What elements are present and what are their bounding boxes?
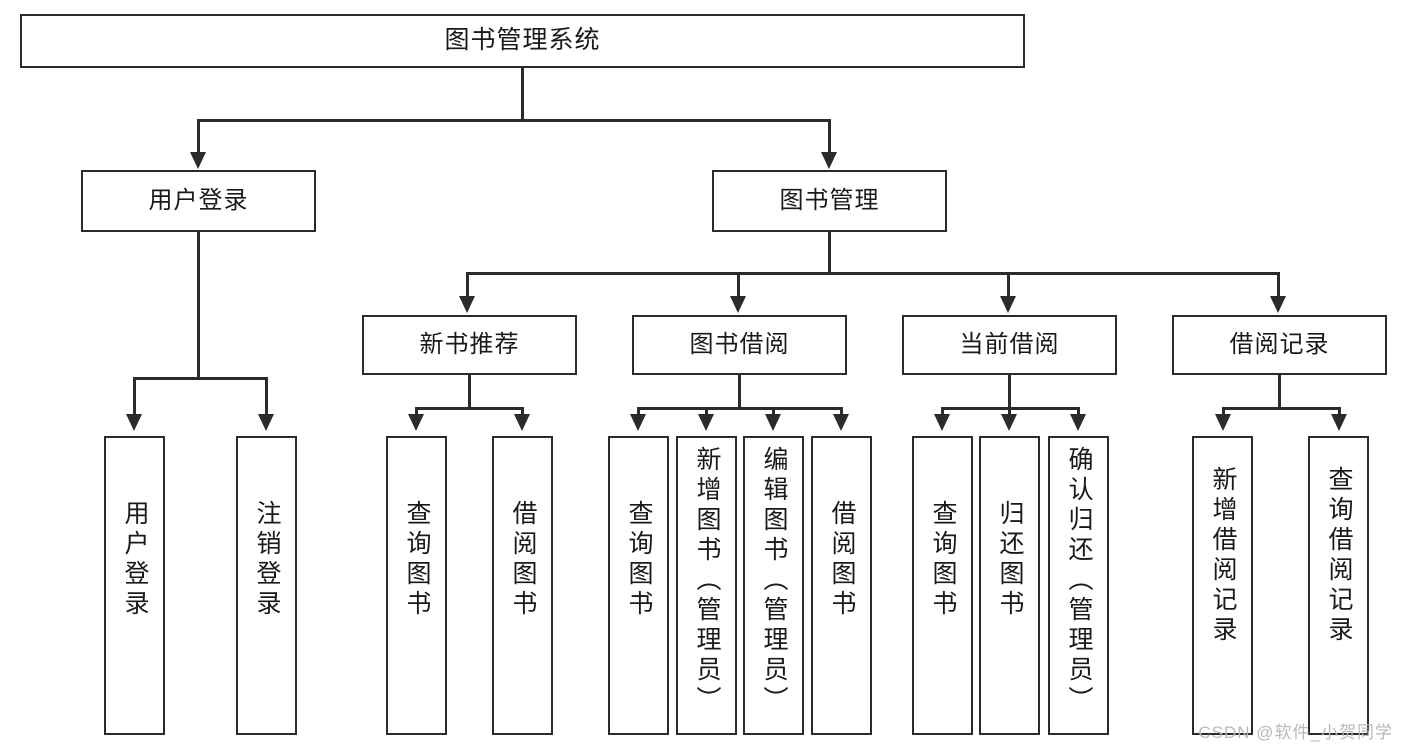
arrowhead-leaf-confirm-return <box>1070 414 1086 431</box>
node-leaf-logout-label: 注销登录 <box>253 500 281 620</box>
node-root[interactable]: 图书管理系统 <box>20 14 1025 68</box>
arrowhead-leaf-edit-book <box>765 414 781 431</box>
node-current-borrow[interactable]: 当前借阅 <box>902 315 1117 375</box>
node-leaf-return-book[interactable]: 归还图书 <box>979 436 1040 735</box>
node-leaf-query-book-2[interactable]: 查询图书 <box>608 436 669 735</box>
arrowhead-leaf-add-book <box>698 414 714 431</box>
watermark-text: CSDN @软件_小贺同学 <box>1198 723 1393 742</box>
node-leaf-user-login[interactable]: 用户登录 <box>104 436 165 735</box>
node-book-manage[interactable]: 图书管理 <box>712 170 947 232</box>
connector-current-borrow-stem <box>1008 375 1011 407</box>
arrowhead-leaf-query-book-1 <box>408 414 424 431</box>
connector-to-book-borrow <box>737 272 740 297</box>
connector-to-leaf-query-record <box>1338 407 1341 416</box>
node-leaf-query-book-1-label: 查询图书 <box>403 500 431 620</box>
connector-to-borrow-record <box>1277 272 1280 297</box>
connector-to-current-borrow <box>1007 272 1010 297</box>
connector-borrow-record-bus <box>1222 407 1340 410</box>
node-new-book-recommend[interactable]: 新书推荐 <box>362 315 577 375</box>
connector-new-book-recommend-stem <box>468 375 471 407</box>
node-book-manage-label: 图书管理 <box>779 186 880 214</box>
node-leaf-borrow-book-2-label: 借阅图书 <box>828 500 856 620</box>
connector-level2-bus <box>197 119 830 122</box>
node-book-borrow-label: 图书借阅 <box>689 330 790 358</box>
node-leaf-add-book-label: 新增图书（管理员） <box>693 446 721 716</box>
arrowhead-leaf-query-book-2 <box>630 414 646 431</box>
node-leaf-user-login-label: 用户登录 <box>121 500 149 620</box>
node-leaf-query-book-2-label: 查询图书 <box>625 500 653 620</box>
connector-to-leaf-edit-book <box>772 407 775 416</box>
connector-user-login-stem <box>197 232 200 377</box>
connector-to-leaf-query-book-2 <box>637 407 640 416</box>
node-leaf-add-book[interactable]: 新增图书（管理员） <box>676 436 737 735</box>
connector-to-leaf-borrow-book-1 <box>521 407 524 416</box>
node-user-login-label: 用户登录 <box>148 186 249 214</box>
arrowhead-leaf-query-book-3 <box>934 414 950 431</box>
connector-borrow-record-stem <box>1278 375 1281 407</box>
connector-to-leaf-add-record <box>1222 407 1225 416</box>
node-new-book-recommend-label: 新书推荐 <box>419 330 520 358</box>
connector-to-leaf-query-book-3 <box>941 407 944 416</box>
node-root-label: 图书管理系统 <box>444 26 601 55</box>
arrowhead-current-borrow <box>1000 296 1016 313</box>
connector-user-login-bus <box>133 377 267 380</box>
arrowhead-book-manage <box>821 152 837 169</box>
node-leaf-query-book-3-label: 查询图书 <box>929 500 957 620</box>
connector-to-leaf-query-book-1 <box>415 407 418 416</box>
connector-to-user-login <box>197 119 200 153</box>
node-current-borrow-label: 当前借阅 <box>959 330 1060 358</box>
connector-to-new-book-recommend <box>466 272 469 297</box>
arrowhead-user-login <box>190 152 206 169</box>
node-borrow-record[interactable]: 借阅记录 <box>1172 315 1387 375</box>
arrowhead-leaf-user-login <box>126 414 142 431</box>
node-leaf-confirm-return-label: 确认归还（管理员） <box>1065 446 1093 716</box>
node-leaf-edit-book-label: 编辑图书（管理员） <box>760 446 788 716</box>
arrowhead-borrow-record <box>1270 296 1286 313</box>
node-leaf-confirm-return[interactable]: 确认归还（管理员） <box>1048 436 1109 735</box>
node-leaf-edit-book[interactable]: 编辑图书（管理员） <box>743 436 804 735</box>
node-leaf-add-record[interactable]: 新增借阅记录 <box>1192 436 1253 735</box>
connector-book-borrow-bus <box>637 407 843 410</box>
node-leaf-query-book-3[interactable]: 查询图书 <box>912 436 973 735</box>
node-leaf-query-book-1[interactable]: 查询图书 <box>386 436 447 735</box>
connector-book-borrow-stem <box>738 375 741 407</box>
node-leaf-borrow-book-1[interactable]: 借阅图书 <box>492 436 553 735</box>
node-leaf-return-book-label: 归还图书 <box>996 500 1024 620</box>
node-leaf-add-record-label: 新增借阅记录 <box>1209 466 1237 646</box>
arrowhead-leaf-return-book <box>1001 414 1017 431</box>
node-borrow-record-label: 借阅记录 <box>1229 330 1330 358</box>
connector-to-leaf-confirm-return <box>1077 407 1080 416</box>
arrowhead-leaf-logout <box>258 414 274 431</box>
node-leaf-logout[interactable]: 注销登录 <box>236 436 297 735</box>
node-book-borrow[interactable]: 图书借阅 <box>632 315 847 375</box>
connector-to-book-manage <box>828 119 831 153</box>
node-leaf-query-record-label: 查询借阅记录 <box>1325 466 1353 646</box>
connector-to-leaf-add-book <box>705 407 708 416</box>
connector-to-leaf-logout <box>265 377 268 415</box>
node-leaf-query-record[interactable]: 查询借阅记录 <box>1308 436 1369 735</box>
node-leaf-borrow-book-2[interactable]: 借阅图书 <box>811 436 872 735</box>
connector-new-book-recommend-bus <box>415 407 524 410</box>
arrowhead-leaf-add-record <box>1215 414 1231 431</box>
arrowhead-leaf-borrow-book-2 <box>833 414 849 431</box>
connector-book-manage-stem <box>828 232 831 272</box>
arrowhead-leaf-query-record <box>1331 414 1347 431</box>
connector-to-leaf-user-login <box>133 377 136 415</box>
node-leaf-borrow-book-1-label: 借阅图书 <box>509 500 537 620</box>
arrowhead-leaf-borrow-book-1 <box>514 414 530 431</box>
connector-to-leaf-return-book <box>1008 407 1011 416</box>
connector-to-leaf-borrow-book-2 <box>840 407 843 416</box>
node-user-login[interactable]: 用户登录 <box>81 170 316 232</box>
arrowhead-new-book-recommend <box>459 296 475 313</box>
connector-level3-bus <box>466 272 1279 275</box>
arrowhead-book-borrow <box>730 296 746 313</box>
connector-root-stem <box>521 68 524 119</box>
